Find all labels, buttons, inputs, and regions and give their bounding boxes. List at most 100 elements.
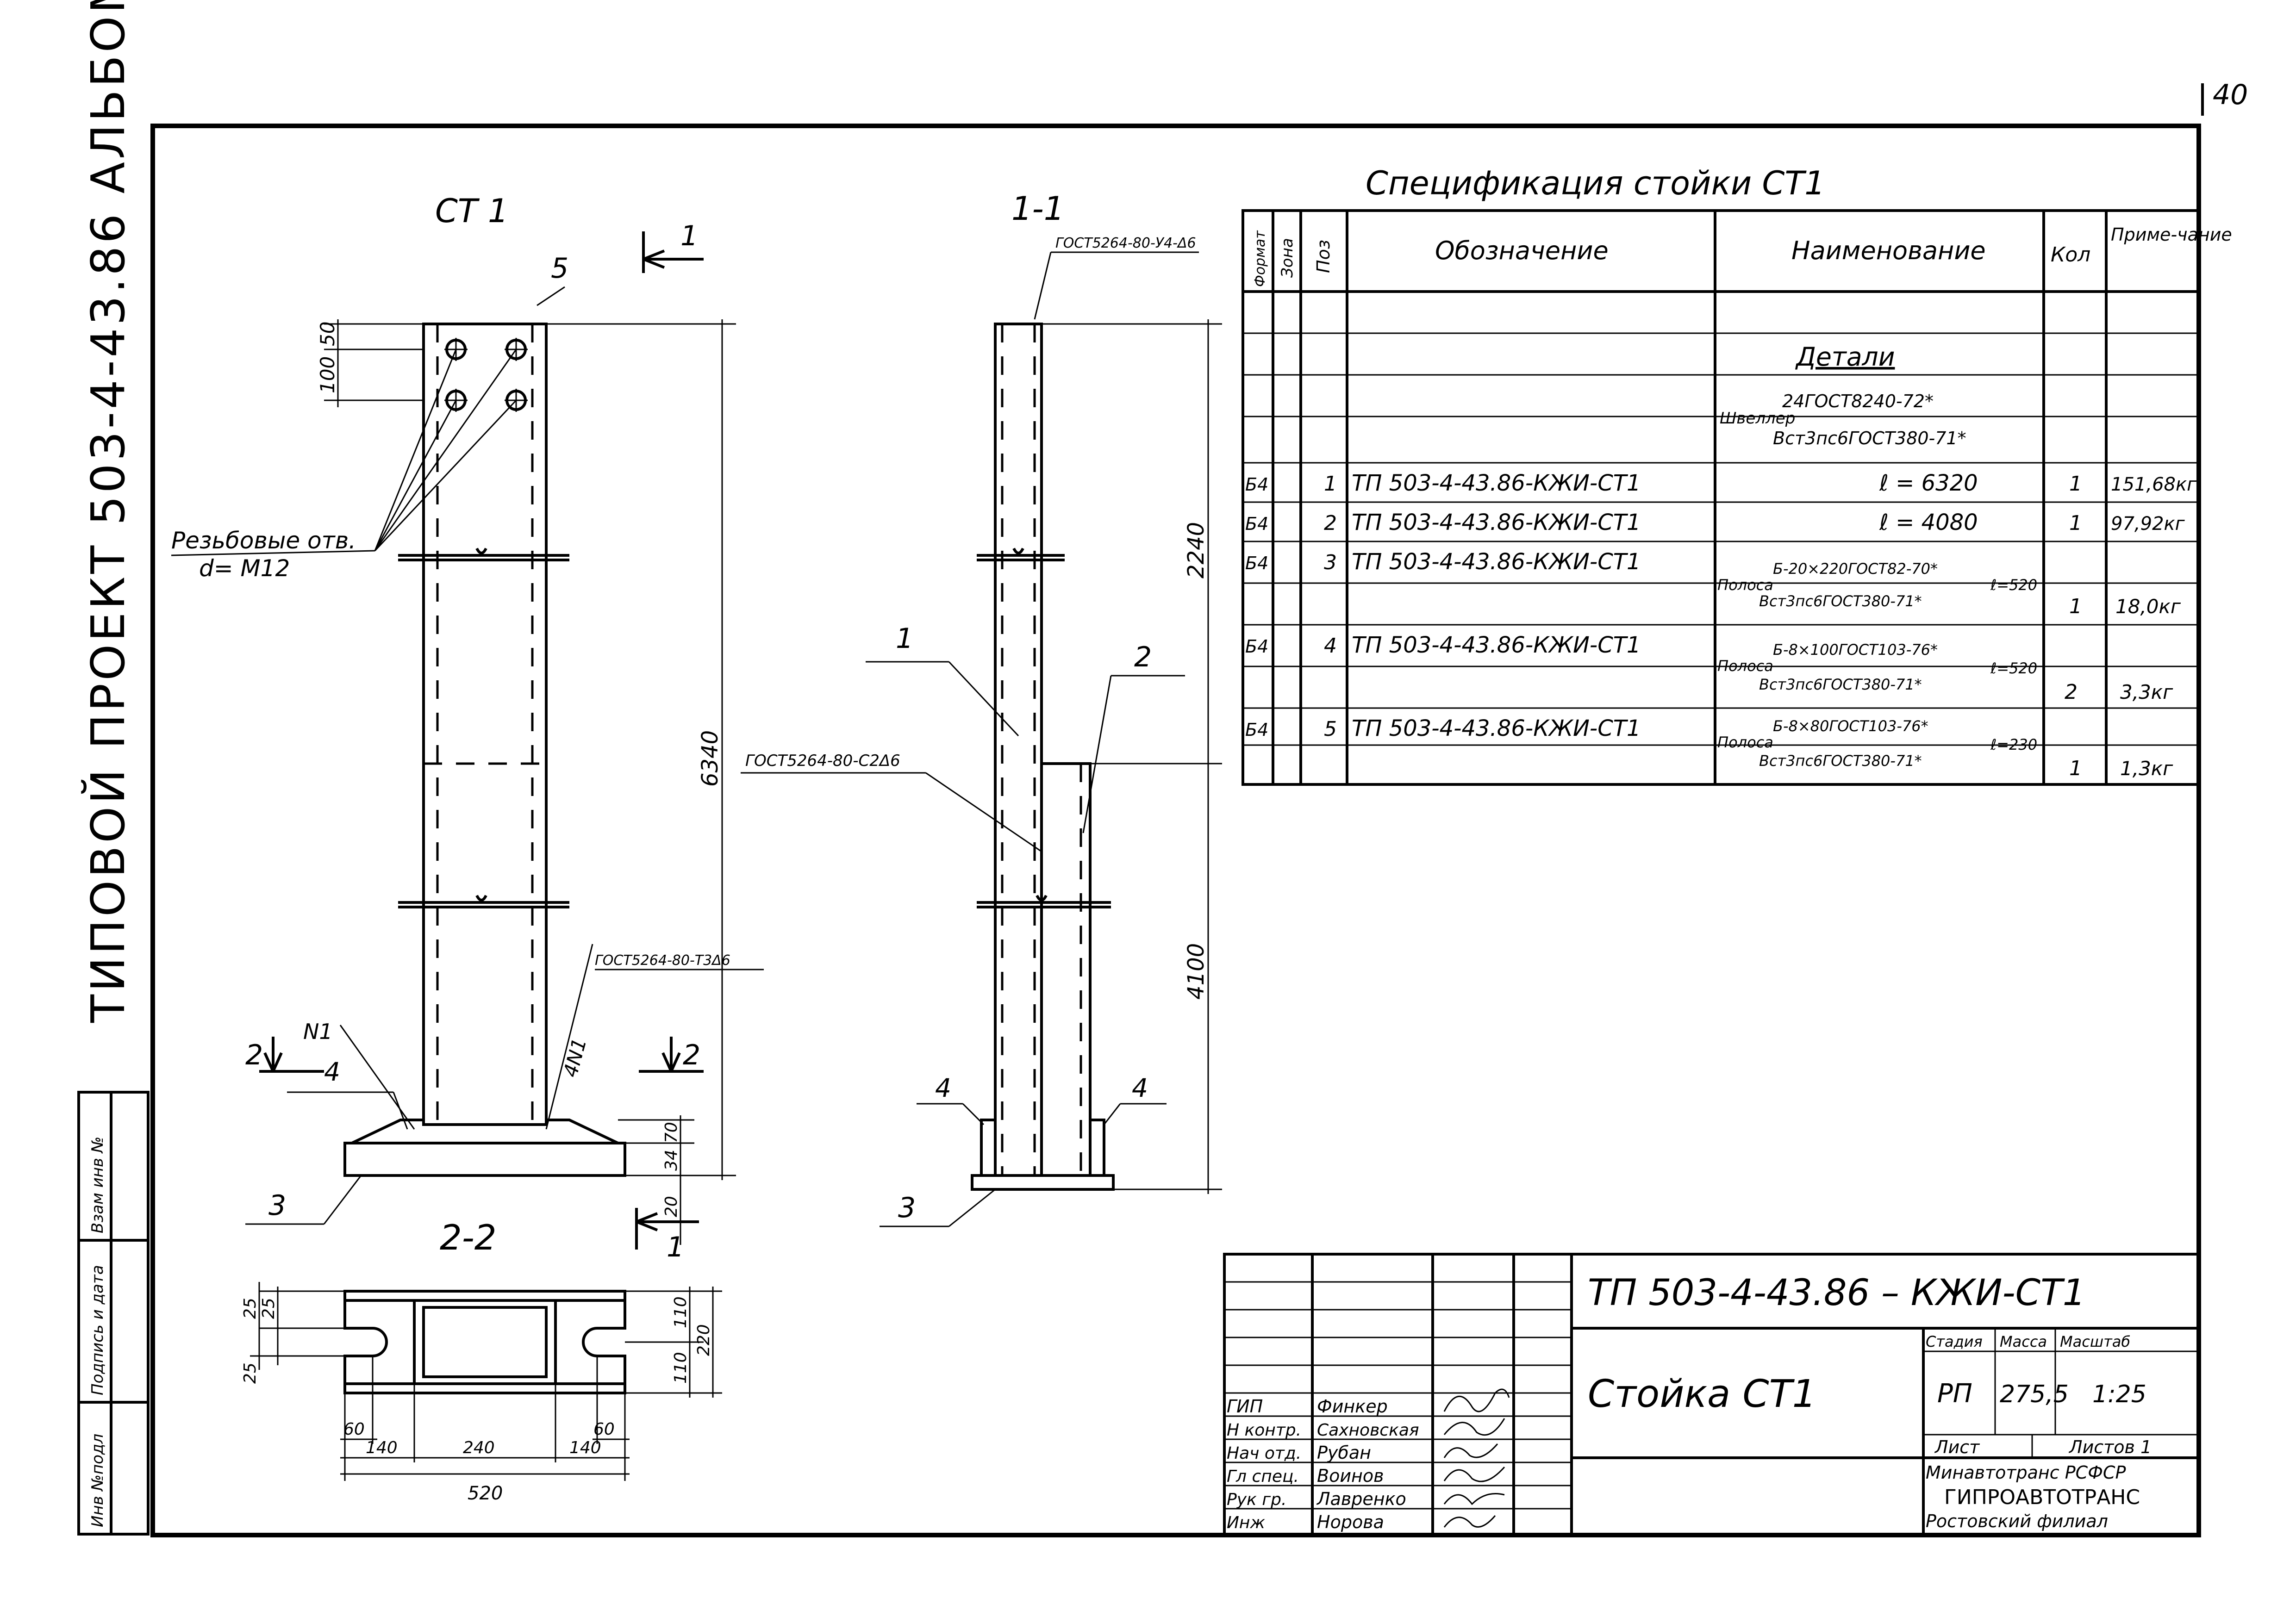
spec-row: Б4 5 ТП 503-4-43.86-КЖИ-СТ1 Б-8×80ГОСТ10… xyxy=(1245,715,2173,780)
spec-row4-name-bot: Вст3пс6ГОСТ380-71* xyxy=(1759,676,1922,693)
spec-header-qty: Кол xyxy=(2051,243,2090,267)
section-1-1: 1-1 ГОСТ5264-80-У4-Δ6 1 2 ГОСТ5264-80-С2… xyxy=(741,190,1222,1227)
section-1-1-rib-left xyxy=(980,1119,997,1177)
front-view-title: СТ 1 xyxy=(435,192,508,230)
title-org2: ГИПРОАВТОТРАНС xyxy=(1944,1486,2140,1509)
side-stamp-replace-label: Взам инв № xyxy=(88,1137,107,1233)
front-dim-50: 50 xyxy=(316,322,339,346)
approval-name: Финкер xyxy=(1317,1396,1388,1417)
spec-row5-pos: 5 xyxy=(1324,717,1337,741)
thread-label: Резьбовые отв. xyxy=(171,527,356,554)
section-2-2-dim-25b: 25 xyxy=(241,1298,260,1319)
approval-role: Гл спец. xyxy=(1227,1467,1299,1486)
section-2-2-dim-25a: 25 xyxy=(259,1298,278,1319)
project-title: ТИПОВОЙ ПРОЕКТ 503-4-43.86 АЛЬБОМ IV xyxy=(81,0,135,1023)
drawing-frame xyxy=(150,124,2201,1537)
spec-row5-name-bot: Вст3пс6ГОСТ380-71* xyxy=(1759,752,1922,770)
section-1-1-title: 1-1 xyxy=(1011,190,1064,228)
approval-list: ГИП Финкер Н контр. Сахновская Нач отд. … xyxy=(1227,1396,1419,1532)
spec-row: Б4 1 ТП 503-4-43.86-КЖИ-СТ1 ℓ = 6320 1 1… xyxy=(1245,470,2197,496)
spec-row5-qty: 1 xyxy=(2069,757,2082,780)
title-org1: Минавтотранс РСФСР xyxy=(1926,1462,2126,1483)
spec-header-zone: Зона xyxy=(1278,238,1297,278)
spec-row3-name-top: Б-20×220ГОСТ82-70* xyxy=(1773,560,1938,578)
spec-header-designation: Обозначение xyxy=(1435,236,1609,265)
spec-header-note: Приме-чание xyxy=(2111,224,2232,245)
approval-name: Сахновская xyxy=(1317,1421,1419,1440)
spec-row4-designation: ТП 503-4-43.86-КЖИ-СТ1 xyxy=(1352,632,1641,658)
title-code: ТП 503-4-43.86 – КЖИ-СТ1 xyxy=(1588,1272,2085,1314)
spec-row3-note: 18,0кг xyxy=(2115,595,2181,618)
title-stage-label: Стадия xyxy=(1926,1333,1983,1350)
title-scale: 1:25 xyxy=(2092,1380,2146,1408)
side-stamp-signature-label: Подпись и дата xyxy=(88,1265,107,1395)
section-2-2: 2-2 25 25 25 110 110 220 60 60 140 xyxy=(241,1217,722,1504)
signatures xyxy=(1443,1388,1510,1528)
title-sheets-label: Листов 1 xyxy=(2068,1437,2152,1457)
section-2-2-dim-110b: 110 xyxy=(671,1352,690,1384)
spec-row2-format: Б4 xyxy=(1245,514,1268,534)
spec-header-name: Наименование xyxy=(1791,236,1986,265)
section-1-1-pos3: 3 xyxy=(898,1192,916,1224)
front-weld-label: ГОСТ5264-80-Т3Δ6 xyxy=(595,952,730,969)
front-pos3: 3 xyxy=(268,1189,286,1222)
section-1-1-pos4-right: 4 xyxy=(1132,1073,1148,1103)
title-stage: РП xyxy=(1937,1379,1972,1409)
front-base-plate xyxy=(343,1142,626,1177)
title-drawing-name: Стойка СТ1 xyxy=(1588,1372,1816,1416)
section-1-1-rib-right xyxy=(1089,1119,1105,1177)
front-pos5: 5 xyxy=(551,252,568,285)
section-2-2-dim-60b: 60 xyxy=(593,1420,615,1439)
spec-row4-note: 3,3кг xyxy=(2120,681,2173,703)
approval-role: Инж xyxy=(1227,1513,1265,1532)
spec-row4-qty: 2 xyxy=(2065,680,2078,704)
sheet-number: 40 xyxy=(2213,79,2248,111)
spec-row3-designation: ТП 503-4-43.86-КЖИ-СТ1 xyxy=(1352,549,1641,575)
section-1-1-base-plate xyxy=(971,1174,1115,1191)
front-column xyxy=(422,323,548,1126)
spec-row3-name-prefix: Полоса xyxy=(1717,576,1773,594)
thread-size: d= М12 xyxy=(199,555,290,582)
section-1-1-dim-4100: 4100 xyxy=(1183,943,1209,1000)
title-mass-label: Масса xyxy=(2000,1333,2047,1350)
section-2-2-dim-110a: 110 xyxy=(671,1296,690,1328)
spec-row5-designation: ТП 503-4-43.86-КЖИ-СТ1 xyxy=(1352,715,1641,741)
spec-row3-qty: 1 xyxy=(2069,595,2082,618)
spec-title: Спецификация стойки СТ1 xyxy=(1366,164,1825,202)
section-1-1-channel2 xyxy=(1040,762,1092,1177)
title-sheet-label: Лист xyxy=(1934,1437,1980,1457)
section-1-1-pos1: 1 xyxy=(896,622,913,655)
spec-row5-name-top: Б-8×80ГОСТ103-76* xyxy=(1773,717,1928,735)
front-view: СТ 1 1 5 Резьбовые отв. d= М12 xyxy=(171,192,764,1263)
front-cut-mark-bottom: 1 xyxy=(667,1231,684,1263)
spec-row1-format: Б4 xyxy=(1245,474,1268,495)
spec-row1-pos: 1 xyxy=(1324,472,1337,496)
side-stamp: Инв №подл Подпись и дата Взам инв № xyxy=(77,1091,150,1536)
spec-row2-pos: 2 xyxy=(1324,511,1337,535)
section-2-2-dim-240: 240 xyxy=(463,1438,495,1457)
spec-header-format: Формат xyxy=(1252,230,1268,287)
front-dim-100: 100 xyxy=(316,356,339,393)
spec-row: Б4 2 ТП 503-4-43.86-КЖИ-СТ1 ℓ = 4080 1 9… xyxy=(1245,510,2185,535)
section-1-1-pos4-left: 4 xyxy=(935,1073,951,1103)
front-cut2-left: 2 xyxy=(245,1039,263,1071)
approval-role: Н контр. xyxy=(1227,1421,1301,1440)
section-2-2-dim-25c: 25 xyxy=(241,1362,260,1384)
spec-row2-note: 97,92кг xyxy=(2111,513,2185,535)
spec-row3-format: Б4 xyxy=(1245,553,1268,573)
spec-row1-note: 151,68кг xyxy=(2111,474,2197,495)
spec-row2-qty: 1 xyxy=(2069,511,2082,535)
side-stamp-inv-label: Инв №подл xyxy=(88,1434,107,1527)
front-n1: N1 xyxy=(303,1019,333,1044)
spec-row3-name-len: ℓ=520 xyxy=(1990,576,2037,594)
section-2-2-dim-60a: 60 xyxy=(343,1420,365,1439)
section-1-1-pos2: 2 xyxy=(1134,641,1152,673)
front-cut-mark-top: 1 xyxy=(680,220,698,252)
front-dim-20: 20 xyxy=(662,1196,681,1217)
spec-row1-qty: 1 xyxy=(2069,472,2082,496)
front-dim-34: 34 xyxy=(662,1150,681,1171)
spec-section-details: Детали xyxy=(1795,342,1895,372)
title-org3: Ростовский филиал xyxy=(1926,1511,2108,1531)
title-block: ТП 503-4-43.86 – КЖИ-СТ1 Стойка СТ1 Стад… xyxy=(1223,1253,2200,1536)
